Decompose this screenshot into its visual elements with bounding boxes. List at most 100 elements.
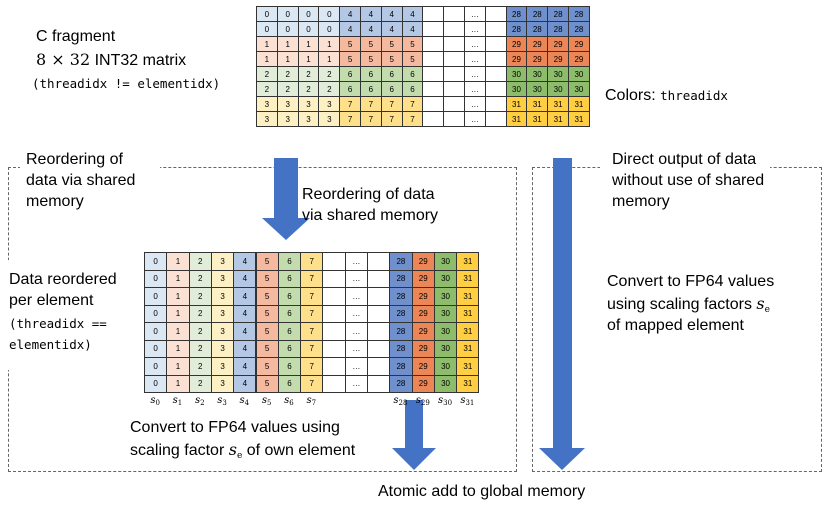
matrix-cell: 28 <box>568 6 590 22</box>
matrix-cell: 4 <box>339 6 361 22</box>
matrix-cell: … <box>464 96 486 112</box>
matrix-cell: 3 <box>210 252 235 271</box>
matrix-cell: 2 <box>297 66 320 82</box>
matrix-cell: 2 <box>188 357 212 376</box>
matrix-cell: 7 <box>300 304 324 323</box>
matrix-cell: 0 <box>318 21 341 37</box>
matrix-cell: 2 <box>188 287 212 306</box>
matrix-cell: 6 <box>277 322 302 341</box>
matrix-cell: 28 <box>547 21 569 37</box>
matrix-cell: 31 <box>568 96 590 112</box>
matrix-cell: 6 <box>360 66 382 82</box>
scale-factor-label: s1 <box>162 395 192 407</box>
conv-right-2-text: using scaling factors <box>607 296 752 313</box>
matrix-cell <box>322 252 346 271</box>
matrix-cell <box>422 66 445 82</box>
matrix-cell: 6 <box>401 66 424 82</box>
matrix-cell: 4 <box>339 21 361 37</box>
matrix-cell: 7 <box>300 374 324 393</box>
matrix-cell: 5 <box>339 51 361 67</box>
matrix-cell: 4 <box>233 269 257 288</box>
atomic-add-label: Atomic add to global memory <box>378 483 586 500</box>
matrix-cell <box>322 269 346 288</box>
matrix-size-label: 8 × 32 INT32 matrix <box>36 50 186 70</box>
matrix-cell: 29 <box>411 269 435 288</box>
matrix-cell: 31 <box>526 111 549 127</box>
matrix-cell <box>443 66 465 82</box>
scale-subscript: 6 <box>289 399 294 407</box>
matrix-cell: … <box>464 81 486 97</box>
matrix-cell <box>443 111 465 127</box>
matrix-cell: … <box>464 36 486 52</box>
matrix-cell <box>367 304 391 323</box>
matrix-cell: 1 <box>166 322 190 341</box>
scale-symbol: s <box>284 395 290 406</box>
matrix-cell: 0 <box>144 322 168 341</box>
matrix-cell: 7 <box>380 111 403 127</box>
matrix-cell: 2 <box>188 252 212 271</box>
matrix-cell: 4 <box>360 21 382 37</box>
matrix-cell: 3 <box>276 111 299 127</box>
matrix-dims: 8 × 32 <box>36 50 91 69</box>
matrix-cell: 30 <box>433 252 458 271</box>
direct-1: Direct output of data <box>612 151 757 168</box>
matrix-cell: 30 <box>547 81 569 97</box>
cond-bottom-2: elementidx) <box>9 337 92 352</box>
matrix-cell: 7 <box>401 96 424 112</box>
scale-factor-label: s3 <box>207 395 237 407</box>
matrix-cell: 5 <box>380 51 403 67</box>
scale-factor-label: s29 <box>408 395 438 407</box>
matrix-cell <box>422 21 445 37</box>
matrix-cell: … <box>344 322 368 341</box>
conv-right-1: Convert to FP64 values <box>607 273 775 290</box>
matrix-cell: 1 <box>318 51 341 67</box>
scale-factor-label: s28 <box>385 395 415 407</box>
matrix-cell: 3 <box>210 287 235 306</box>
matrix-cell: … <box>344 357 368 376</box>
matrix-cell: 31 <box>526 96 549 112</box>
matrix-cell: 1 <box>166 287 190 306</box>
matrix-cell: … <box>344 374 368 393</box>
scale-symbol: s <box>172 395 178 406</box>
matrix-cell: 7 <box>300 322 324 341</box>
matrix-cell <box>367 269 391 288</box>
matrix-cell: 29 <box>411 374 435 393</box>
scale-factor-label: s31 <box>452 395 482 407</box>
matrix-cell: 5 <box>255 374 279 393</box>
matrix-cell <box>322 304 346 323</box>
matrix-cell: 7 <box>300 287 324 306</box>
colors-var: threadidx <box>660 88 728 103</box>
matrix-cell: 7 <box>360 111 382 127</box>
scale-factor-label: s5 <box>252 395 282 407</box>
scale-subscript: 28 <box>398 399 408 407</box>
matrix-cell <box>443 6 465 22</box>
matrix-cell: 6 <box>277 287 302 306</box>
scale-symbol: s <box>261 395 267 406</box>
matrix-cell <box>443 51 465 67</box>
matrix-cell: 5 <box>255 269 279 288</box>
matrix-cell: 1 <box>166 357 190 376</box>
matrix-cell: 29 <box>411 304 435 323</box>
matrix-cell: 0 <box>256 6 278 22</box>
matrix-cell: 5 <box>255 357 279 376</box>
matrix-cell <box>484 6 507 22</box>
matrix-cell: 0 <box>144 374 168 393</box>
scale-subscript: 0 <box>155 399 160 407</box>
matrix-cell: 30 <box>433 339 458 358</box>
matrix-cell: 2 <box>318 81 341 97</box>
matrix-cell: 28 <box>526 21 549 37</box>
matrix-cell <box>422 36 445 52</box>
scale-subscript: 4 <box>244 399 250 407</box>
scale-subscript: 1 <box>177 399 183 407</box>
matrix-cell: 28 <box>526 6 549 22</box>
matrix-cell: 29 <box>526 36 549 52</box>
matrix-cell <box>322 374 346 393</box>
matrix-cell: 31 <box>456 252 480 271</box>
matrix-cell: 30 <box>526 66 549 82</box>
matrix-cell: 30 <box>526 81 549 97</box>
matrix-cell: 29 <box>505 51 528 67</box>
colors-prefix: Colors: <box>605 87 656 104</box>
matrix-cell: 29 <box>568 36 590 52</box>
conv-right-var: s <box>756 294 765 313</box>
